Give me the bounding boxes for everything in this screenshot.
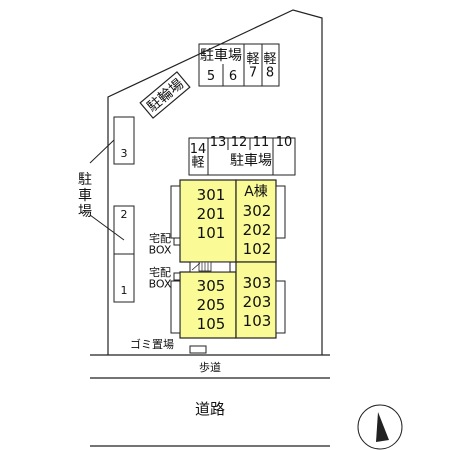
unit-number: 302 bbox=[243, 202, 272, 220]
parking-space-label: 11 bbox=[253, 135, 270, 150]
unit-number: 105 bbox=[197, 315, 226, 333]
unit-number: 101 bbox=[197, 224, 226, 242]
parking-space-label: 5 bbox=[207, 69, 215, 84]
garbage-area bbox=[189, 345, 207, 354]
parking-space-label: 3 bbox=[121, 147, 128, 160]
parking-space-label: 2 bbox=[121, 208, 128, 221]
balcony bbox=[275, 280, 286, 334]
parking-space-label: 12 bbox=[231, 135, 248, 150]
balcony bbox=[275, 185, 286, 239]
balcony bbox=[170, 185, 181, 239]
parking-space-label: 6 bbox=[229, 69, 237, 84]
garbage-label: ゴミ置場 bbox=[130, 337, 174, 351]
site-boundary bbox=[107, 9, 323, 355]
parking-upper-label: 駐車場 bbox=[200, 47, 242, 64]
unit-number: 303 bbox=[243, 274, 272, 292]
sidewalk-label: 歩道 bbox=[199, 360, 221, 374]
unit-number: 202 bbox=[243, 221, 272, 239]
parking-left: 3 2 1 bbox=[89, 116, 135, 303]
building-block-top-right bbox=[235, 179, 277, 263]
building-block-top-left bbox=[179, 179, 237, 263]
unit-number: 102 bbox=[243, 240, 272, 258]
stairs-icon bbox=[191, 261, 212, 272]
building-a: 301 201 101 A棟 302 202 102 305 205 105 3… bbox=[170, 179, 286, 339]
unit-number: 301 bbox=[197, 186, 226, 204]
unit-number: 203 bbox=[243, 293, 272, 311]
parking-space-label: 10 bbox=[276, 135, 293, 150]
building-name: A棟 bbox=[244, 184, 268, 200]
building-block-bottom-left bbox=[179, 271, 237, 339]
unit-number: 205 bbox=[197, 296, 226, 314]
parking-left-label-1: 駐車場 bbox=[78, 172, 92, 220]
parking-middle-label: 駐車場 bbox=[230, 152, 272, 169]
balcony bbox=[170, 280, 181, 334]
unit-number: 305 bbox=[197, 277, 226, 295]
building-block-bottom-right bbox=[235, 261, 277, 339]
parking-space-label: 1 bbox=[121, 284, 128, 297]
north-arrow-icon bbox=[357, 404, 403, 450]
road-label: 道路 bbox=[195, 400, 225, 418]
unit-number: 103 bbox=[243, 312, 272, 330]
parking-space-label: 13 bbox=[210, 135, 227, 150]
unit-number: 201 bbox=[197, 205, 226, 223]
